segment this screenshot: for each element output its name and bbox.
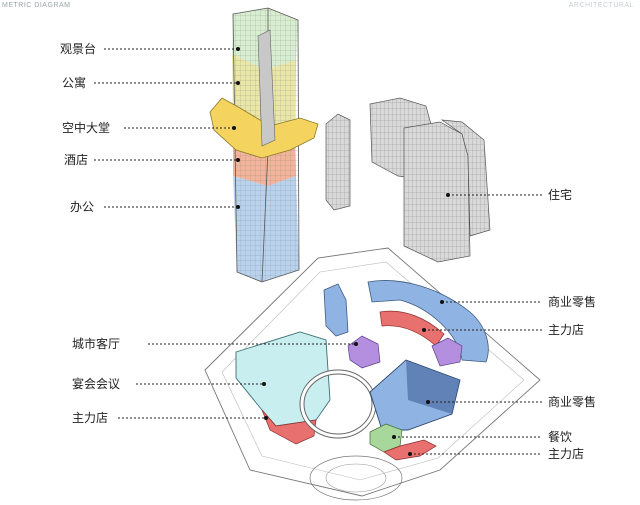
lounge-block-right <box>431 337 463 367</box>
label-banquet: 宴会会议 <box>72 377 121 391</box>
leader-dots <box>232 47 450 456</box>
label-hotel: 酒店 <box>64 153 89 167</box>
header-right-caption: ARCHITECTURAL <box>568 2 634 9</box>
anchor-store-bottom <box>383 439 437 461</box>
leader-lines <box>94 48 542 455</box>
anchor-store-left <box>261 409 317 445</box>
residential-blocks <box>325 97 491 263</box>
podium <box>204 247 541 501</box>
label-office: 办公 <box>70 200 95 214</box>
label-sky-lobby: 空中大堂 <box>62 121 111 135</box>
tower <box>209 7 319 283</box>
label-apartment: 公寓 <box>62 76 87 90</box>
retail-small-block <box>323 283 349 337</box>
anchor-store-top <box>379 310 445 347</box>
retail-top-block <box>367 280 489 363</box>
header-left-caption: METRIC DIAGRAM <box>2 2 71 9</box>
label-dining: 餐饮 <box>548 430 573 444</box>
label-city-lounge: 城市客厅 <box>72 337 121 351</box>
label-anchor-left: 主力店 <box>72 411 109 425</box>
label-retail-top: 商业零售 <box>548 295 597 309</box>
label-anchor-top: 主力店 <box>548 323 585 337</box>
label-retail-right: 商业零售 <box>548 395 597 409</box>
label-residential: 住宅 <box>548 188 573 202</box>
label-observation-deck: 观景台 <box>60 42 97 56</box>
label-anchor-bottom: 主力店 <box>548 447 585 461</box>
